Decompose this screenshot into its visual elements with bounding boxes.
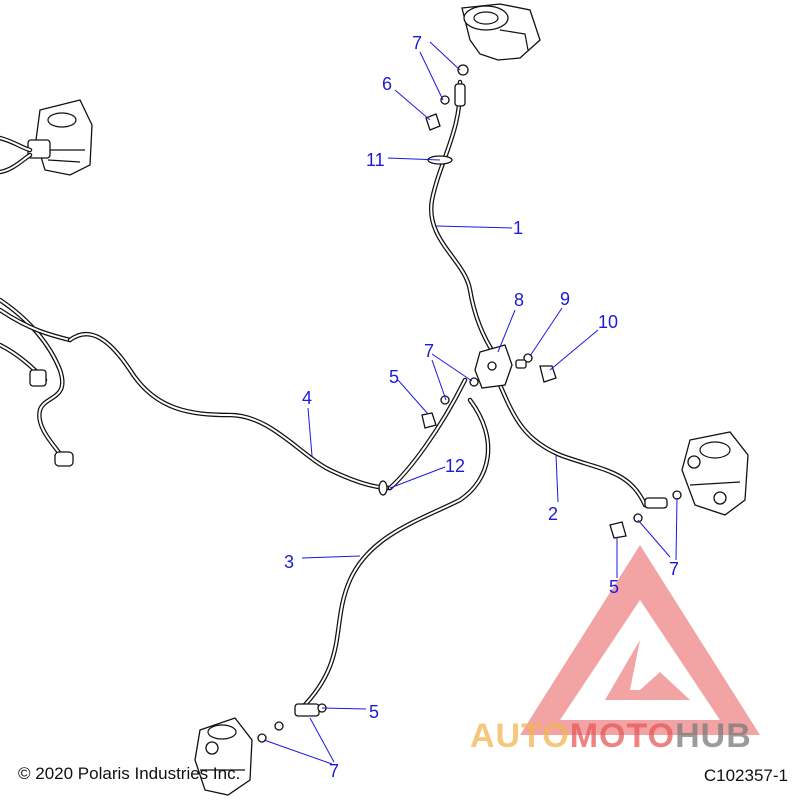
fittings bbox=[257, 64, 682, 743]
callout-5-bottom: 5 bbox=[369, 702, 379, 722]
callout-3: 3 bbox=[284, 552, 294, 572]
brake-line-2 bbox=[497, 382, 648, 508]
callout-6: 6 bbox=[382, 74, 392, 94]
left-pipe-bundle bbox=[0, 297, 74, 467]
svg-text:AUTOMOTOHUB: AUTOMOTOHUB bbox=[470, 717, 752, 755]
leader-lines bbox=[263, 41, 678, 765]
drawing-id: C102357-1 bbox=[703, 766, 788, 785]
callout-11: 11 bbox=[366, 150, 385, 170]
callout-12: 12 bbox=[445, 456, 465, 476]
callout-7-middle: 7 bbox=[424, 341, 434, 361]
junction-block bbox=[474, 344, 513, 389]
callout-1: 1 bbox=[513, 218, 523, 238]
callout-2: 2 bbox=[548, 504, 558, 524]
watermark-logo bbox=[520, 545, 760, 735]
master-cylinder bbox=[461, 3, 541, 61]
watermark-text: AUTOMOTOHUB bbox=[470, 717, 752, 755]
callout-7-top: 7 bbox=[412, 33, 422, 53]
caliper-upper-left bbox=[27, 99, 93, 176]
caliper-lower-left bbox=[194, 717, 253, 796]
callout-10: 10 bbox=[598, 312, 618, 332]
callout-labels: 7 6 11 1 8 9 10 7 5 4 12 2 3 7 5 5 7 bbox=[284, 33, 679, 781]
callout-4: 4 bbox=[302, 388, 312, 408]
brake-line-3 bbox=[297, 397, 491, 713]
callout-9: 9 bbox=[560, 289, 570, 309]
copyright-text: © 2020 Polaris Industries Inc. bbox=[18, 764, 241, 783]
callout-7-right: 7 bbox=[669, 559, 679, 579]
callout-5-right: 5 bbox=[609, 577, 619, 597]
brake-line-1 bbox=[428, 79, 498, 358]
callout-8: 8 bbox=[514, 290, 524, 310]
callout-7-bottom: 7 bbox=[329, 761, 339, 781]
brake-line-4 bbox=[67, 331, 393, 491]
callout-5-middle: 5 bbox=[389, 367, 399, 387]
caliper-right bbox=[681, 431, 749, 516]
